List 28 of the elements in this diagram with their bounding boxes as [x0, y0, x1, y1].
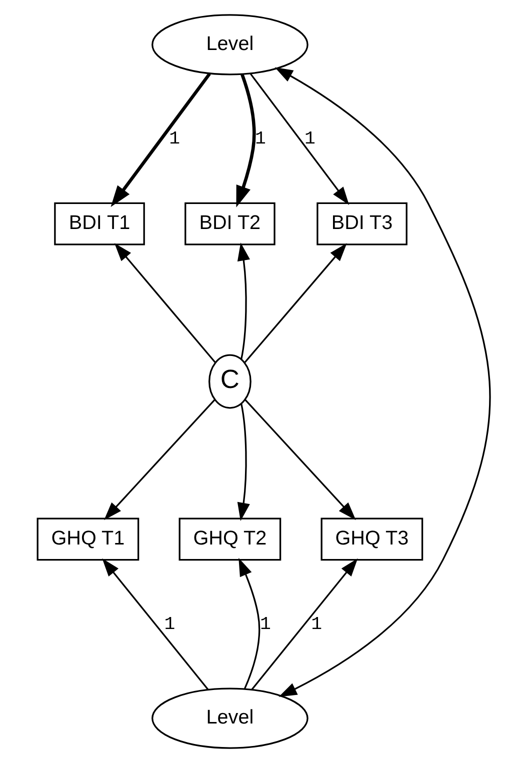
node-ellipse: Level [151, 14, 308, 76]
node-box: BDI T2 [184, 202, 275, 246]
arrow [274, 67, 490, 697]
node-box: GHQ T2 [178, 518, 281, 561]
arrow [236, 242, 250, 360]
node-ellipse: Level [151, 688, 308, 749]
node-box: BDI T3 [316, 202, 407, 246]
arrow [249, 73, 349, 206]
edge-label: 1 [304, 129, 315, 150]
edge-label: 1 [168, 129, 180, 150]
arrow [244, 243, 346, 363]
arrow [114, 243, 216, 363]
arrow [110, 72, 210, 208]
node-box: GHQ T3 [320, 518, 423, 561]
arrow [250, 558, 358, 690]
node-box: GHQ T1 [36, 518, 139, 561]
node-box: BDI T1 [54, 202, 144, 246]
arrow [238, 558, 260, 690]
arrow [236, 74, 256, 208]
node-ellipse: C [208, 354, 251, 409]
edge-label: 1 [310, 614, 322, 635]
arrow [244, 399, 356, 520]
arrow [236, 404, 250, 521]
arrow [104, 399, 215, 520]
edge-label: 1 [254, 129, 266, 150]
arrow [102, 558, 208, 690]
edge-label: 1 [164, 614, 175, 635]
edge-label: 1 [259, 614, 270, 635]
